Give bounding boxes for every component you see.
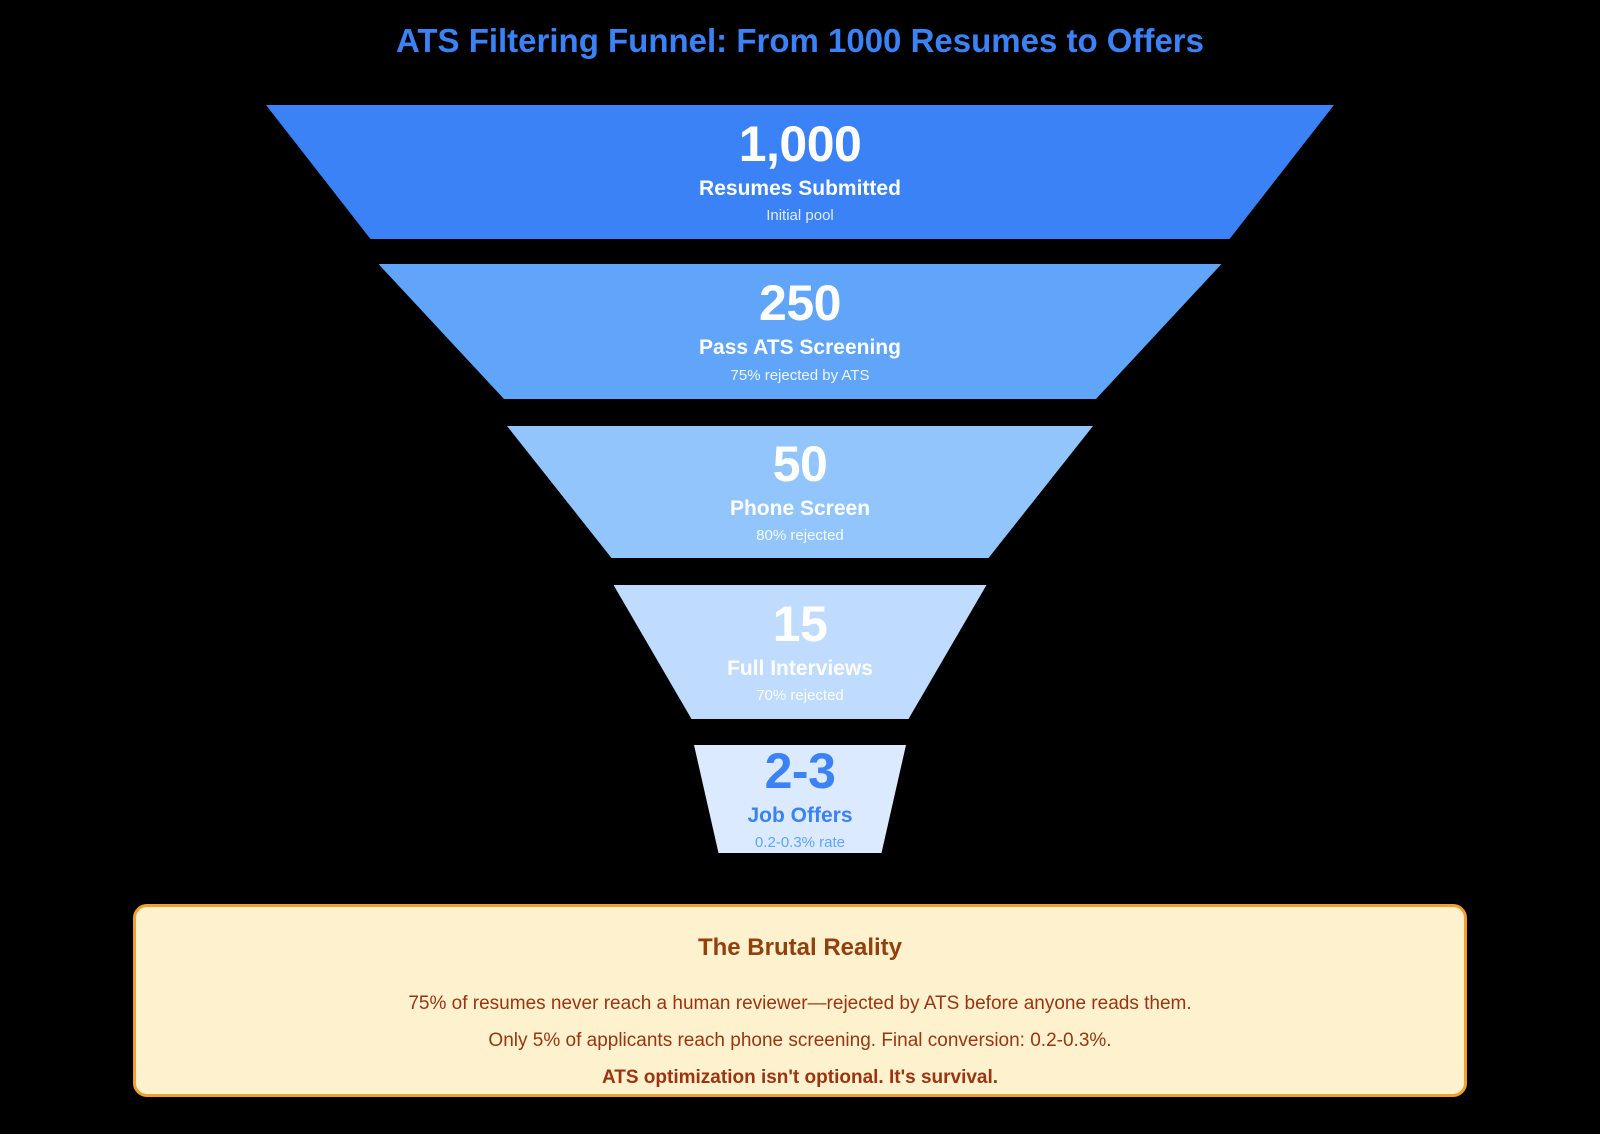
callout-emphasis: ATS optimization isn't optional. It's su… (601, 1067, 999, 1088)
segment-value: 50 (772, 435, 828, 492)
callout-box: The Brutal Reality 75% of resumes never … (133, 904, 1467, 1097)
segment-label: Job Offers (747, 803, 853, 827)
segment-label: Resumes Submitted (699, 176, 901, 200)
segment-sublabel: 75% rejected by ATS (730, 366, 870, 384)
segment-sublabel: 0.2-0.3% rate (754, 834, 846, 852)
segment-value: 15 (772, 595, 828, 652)
segment-sublabel: 70% rejected (756, 687, 844, 705)
callout-title: The Brutal Reality (697, 934, 903, 961)
callout-line-1: 75% of resumes never reach a human revie… (408, 993, 1192, 1014)
segment-label: Pass ATS Screening (699, 336, 901, 360)
segment-label: Full Interviews (727, 656, 873, 680)
callout-line-2: Only 5% of applicants reach phone screen… (488, 1030, 1112, 1051)
segment-value: 250 (759, 275, 841, 332)
segment-sublabel: Initial pool (766, 207, 834, 225)
segment-label: Phone Screen (729, 496, 871, 520)
segment-sublabel: 80% rejected (756, 527, 844, 545)
chart-title: ATS Filtering Funnel: From 1000 Resumes … (395, 22, 1205, 59)
segment-value: 2-3 (764, 742, 836, 799)
segment-value: 1,000 (738, 115, 862, 172)
